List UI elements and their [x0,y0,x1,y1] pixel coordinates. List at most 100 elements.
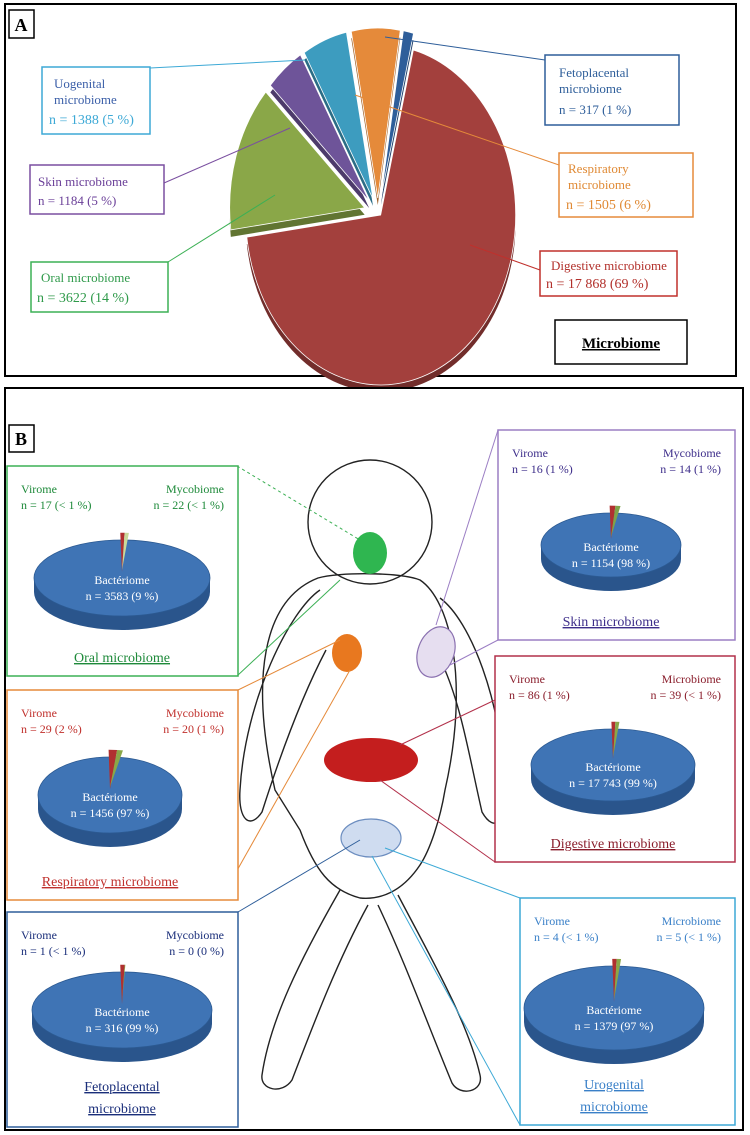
virome-count: n = 17 (< 1 %) [21,498,92,512]
pie-chart-a [229,27,517,392]
bacteriome-label: Bactériome [94,1005,149,1019]
mycobiome-label: Microbiome [662,672,721,686]
slice-oral [229,91,366,231]
virome-label: Virome [21,928,57,942]
svg-text:microbiome: microbiome [54,92,117,107]
virome-label: Virome [21,482,57,496]
mycobiome-count: n = 0 (0 %) [169,944,224,958]
svg-text:n = 3622 (14 %): n = 3622 (14 %) [37,291,129,306]
subpanel-urogenital-content: Virome n = 4 (< 1 %) Microbiome n = 5 (< 1 … [523,914,721,1115]
mycobiome-slice [613,721,620,757]
mycobiome-label: Mycobiome [663,446,721,460]
virome-count: n = 86 (1 %) [509,688,570,702]
mycobiome-label: Mycobiome [166,706,224,720]
mycobiome-label: Mycobiome [166,928,224,942]
svg-text:Digestive microbiome: Digestive microbiome [551,258,667,273]
virome-label: Virome [534,914,570,928]
mycobiome-count: n = 20 (1 %) [163,722,224,736]
virome-slice [108,749,118,789]
mycobiome-label: Microbiome [662,914,721,928]
connector-skin-bottom [449,639,499,666]
subpanel-title: Fetoplacental [84,1080,160,1095]
connector-oral-bottom [236,579,341,677]
mycobiome-count: n = 5 (< 1 %) [656,930,721,944]
bacteriome-count: n = 17 743 (99 %) [569,776,657,790]
virome-label: Virome [509,672,545,686]
connector-uro-bottom [371,855,521,1126]
slice-urogenital [303,31,374,200]
label-respiratory: Respiratory microbiome n = 1505 (6 %) [558,152,694,218]
label-digestive: Digestive microbiome n = 17 868 (69 %) [539,250,678,297]
organ-digestive [324,738,418,782]
mycobiome-count: n = 39 (< 1 %) [650,688,721,702]
svg-text:Microbiome: Microbiome [582,336,660,352]
mycobiome-slice [614,958,622,1000]
mycobiome-slice [122,532,129,570]
connector-dig-top [399,699,496,746]
virome-slice [120,964,125,1004]
bacteriome-label: Bactériome [82,790,137,804]
svg-text:Oral microbiome: Oral microbiome [41,270,130,285]
bacteriome-count: n = 1379 (97 %) [575,1019,654,1033]
subpanel-digestive-content: Virome n = 86 (1 %) Microbiome n = 39 (< 1 … [509,672,721,852]
svg-text:Uogenital: Uogenital [54,76,106,91]
subpanel-title-line2: microbiome [580,1100,648,1115]
microbiome-box: Microbiome [554,319,688,365]
subpanel-title-line2: microbiome [88,1102,156,1117]
virome-slice [609,505,616,539]
virome-count: n = 16 (1 %) [512,462,573,476]
panel-b-letter: B [15,429,27,449]
svg-text:n = 1184 (5 %): n = 1184 (5 %) [38,193,116,208]
svg-text:microbiome: microbiome [568,177,631,192]
svg-text:microbiome: microbiome [559,81,622,96]
svg-text:Fetoplacental: Fetoplacental [559,65,629,80]
svg-text:n = 1505 (6 %): n = 1505 (6 %) [566,198,651,213]
subpanel-respiratory-content: Virome n = 29 (2 %) Mycobiome n = 20 (1 %) B… [21,706,224,890]
svg-text:Skin microbiome: Skin microbiome [38,174,128,189]
organ-skin [416,626,456,678]
mycobiome-count: n = 14 (1 %) [660,462,721,476]
bacteriome-count: n = 316 (99 %) [86,1021,159,1035]
leader-digestive [469,244,541,271]
panel-a-letter: A [15,15,28,35]
mycobiome-slice [122,964,126,1002]
organ-urogenital [340,818,402,858]
leader-oral [167,194,276,263]
slice-fetoplacental [380,30,414,199]
bacteriome-count: n = 3583 (9 %) [86,589,159,603]
virome-slice [611,721,616,759]
connector-resp-top [237,639,341,691]
bacteriome-count: n = 1154 (98 %) [572,556,650,570]
connector-feto [237,839,361,913]
panel-b-letter-box [8,424,35,453]
slice-fetoplacental-side [380,37,414,206]
bacteriome-count: n = 1456 (97 %) [71,806,150,820]
leader-urogenital [149,59,306,69]
label-fetoplacental: Fetoplacental microbiome n = 317 (1 %) [544,54,680,126]
slice-respiratory [350,27,401,199]
leader-skin [163,127,291,184]
virome-count: n = 29 (2 %) [21,722,82,736]
connector-dig-bottom [379,779,496,863]
label-urogenital: Uogenital microbiome n = 1388 (5 %) [41,66,151,135]
svg-text:n = 17 868 (69 %): n = 17 868 (69 %) [546,277,649,292]
virome-label: Virome [21,706,57,720]
subpanel-title: Respiratory microbiome [42,875,178,890]
bacteriome-label: Bactériome [585,760,640,774]
subpanel-pies: Virome n = 17 (< 1 %) Mycobiome n = 22 (< 1… [21,446,721,1117]
virome-slice [612,958,617,1002]
mycobiome-count: n = 22 (< 1 %) [153,498,224,512]
leader-respiratory [354,94,560,166]
leader-fetoplacental [384,36,546,61]
connector-uro-top [384,847,521,899]
connector-skin-top [435,429,499,626]
label-oral: Oral microbiome n = 3622 (14 %) [30,261,169,313]
bacteriome-label: Bactériome [583,540,638,554]
connector-resp-bottom [225,669,351,891]
virome-count: n = 4 (< 1 %) [534,930,599,944]
label-skin: Skin microbiome n = 1184 (5 %) [29,164,165,215]
